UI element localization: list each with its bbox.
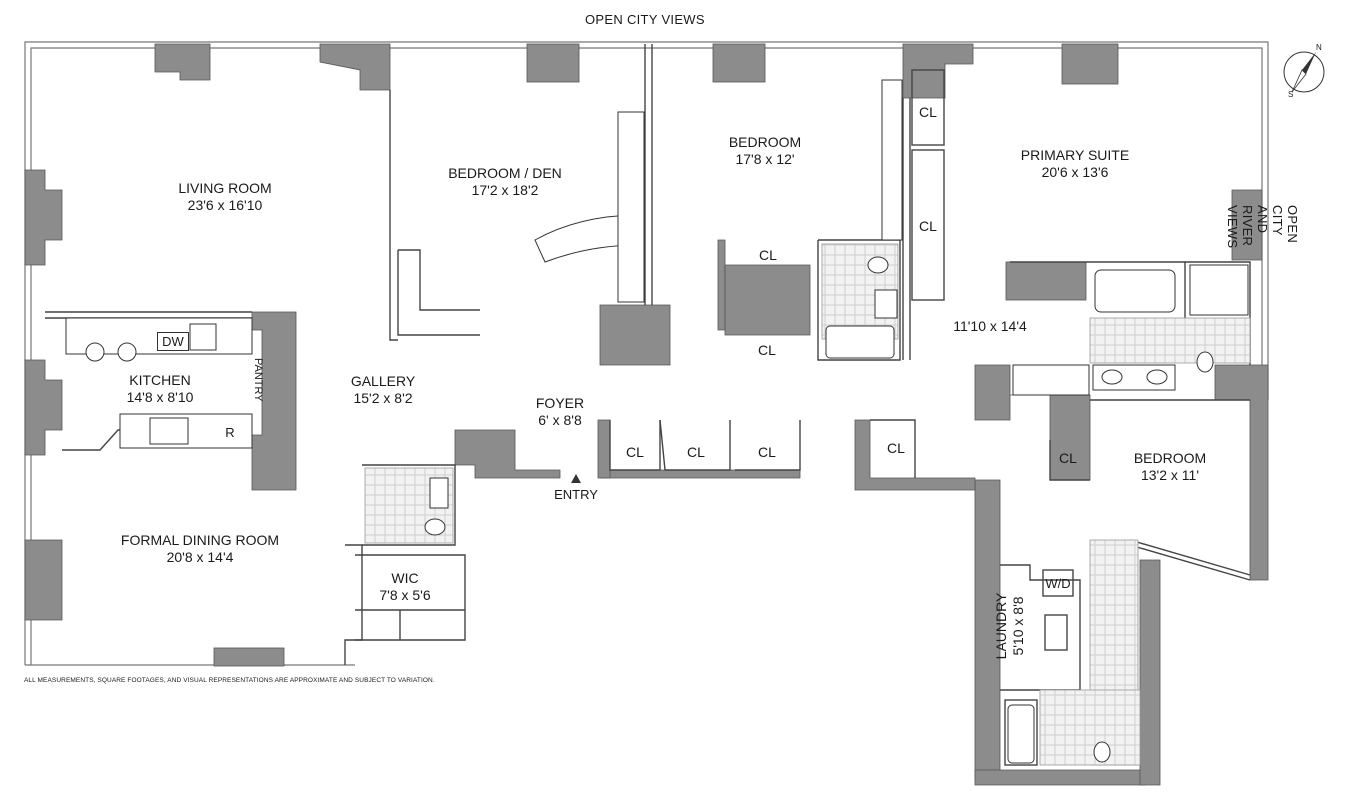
closet-primary-2: CL <box>919 218 937 234</box>
room-den: BEDROOM / DEN 17'2 x 18'2 <box>430 165 580 199</box>
room-dim: 5'10 x 8'8 <box>1010 596 1026 656</box>
room-dim: 6' x 8'8 <box>538 412 582 428</box>
compass: N S <box>1278 43 1330 99</box>
closet-hall: CL <box>887 440 905 456</box>
room-wic: WIC 7'8 x 5'6 <box>370 570 440 604</box>
compass-south: S <box>1288 90 1294 99</box>
room-gallery: GALLERY 15'2 x 8'2 <box>328 373 438 407</box>
room-name: FORMAL DINING ROOM <box>120 532 280 548</box>
entry-label: ENTRY <box>554 487 598 502</box>
room-kitchen: KITCHEN 14'8 x 8'10 <box>105 372 215 406</box>
view-label-right: OPEN CITY AND RIVER VIEWS <box>1225 205 1300 249</box>
disclaimer: ALL MEASUREMENTS, SQUARE FOOTAGES, AND V… <box>24 677 435 684</box>
fixture-washer-dryer: W/D <box>1045 576 1071 591</box>
room-living: LIVING ROOM 23'6 x 16'10 <box>165 180 285 214</box>
closet-foyer-2: CL <box>687 444 705 460</box>
room-name: LIVING ROOM <box>178 180 272 196</box>
room-name: FOYER <box>535 395 585 411</box>
room-name: GALLERY <box>350 373 416 389</box>
compass-icon <box>1283 51 1325 93</box>
room-bedroom-1: BEDROOM 17'8 x 12' <box>715 134 815 168</box>
room-dim: 7'8 x 5'6 <box>379 587 431 603</box>
room-dim: 23'6 x 16'10 <box>187 197 263 213</box>
room-laundry: LAUNDRY 5'10 x 8'8 <box>993 586 1027 666</box>
room-dim: 13'2 x 11' <box>1140 467 1200 483</box>
room-dim: 17'8 x 12' <box>735 151 795 167</box>
compass-north: N <box>1316 43 1322 52</box>
room-dim: 14'8 x 8'10 <box>126 389 194 405</box>
entry-marker <box>571 474 581 483</box>
interior-walls <box>45 44 1251 766</box>
room-name: BEDROOM / DEN <box>448 165 562 181</box>
closet-bedroom-upper: CL <box>759 247 777 263</box>
walls <box>24 43 1269 786</box>
closet-foyer-1: CL <box>626 444 644 460</box>
closet-primary-1: CL <box>919 104 937 120</box>
closet-bedroom-2: CL <box>1059 450 1077 466</box>
room-primary-suite: PRIMARY SUITE 20'6 x 13'6 <box>1015 147 1135 181</box>
room-bedroom-2: BEDROOM 13'2 x 11' <box>1120 450 1220 484</box>
room-name: LAUNDRY <box>993 592 1009 660</box>
room-name: BEDROOM <box>728 134 802 150</box>
room-name: WIC <box>391 570 419 586</box>
room-foyer: FOYER 6' x 8'8 <box>520 395 600 429</box>
closet-foyer-3: CL <box>758 444 776 460</box>
room-name: KITCHEN <box>129 372 191 388</box>
fixture-dishwasher: DW <box>157 332 189 351</box>
room-name: PRIMARY SUITE <box>1020 147 1130 163</box>
room-name: BEDROOM <box>1133 450 1207 466</box>
room-dim: 17'2 x 18'2 <box>471 182 539 198</box>
fixture-fridge: R <box>225 425 235 440</box>
fixture-pantry: PANTRY <box>252 358 264 402</box>
closet-bedroom-lower: CL <box>758 342 776 358</box>
view-label-top: OPEN CITY VIEWS <box>585 12 705 27</box>
room-dim: 20'6 x 13'6 <box>1041 164 1109 180</box>
room-dining: FORMAL DINING ROOM 20'8 x 14'4 <box>110 532 290 566</box>
room-dim: 20'8 x 14'4 <box>166 549 234 565</box>
room-dim: 15'2 x 8'2 <box>353 390 413 406</box>
room-dim: 11'10 x 14'4 <box>953 318 1027 334</box>
room-dressing: 11'10 x 14'4 <box>950 318 1030 335</box>
